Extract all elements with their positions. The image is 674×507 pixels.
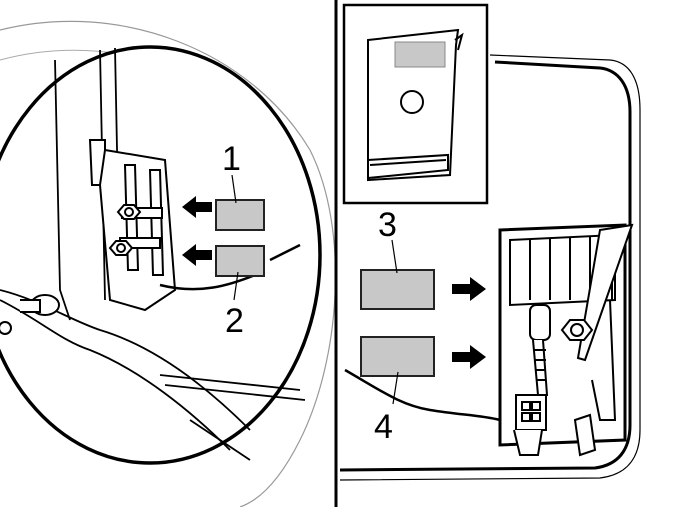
leader-3 xyxy=(391,239,398,274)
door-outline-inner xyxy=(339,60,632,472)
callout-3: 3 xyxy=(378,206,397,244)
door-outline-outer xyxy=(339,54,641,481)
wire-right xyxy=(344,368,501,422)
left-panel: 1 2 xyxy=(0,20,337,507)
arrow-icon xyxy=(452,277,486,369)
wire-left xyxy=(159,243,301,291)
callout-4: 4 xyxy=(374,408,393,446)
left-latch-bracket xyxy=(88,139,177,312)
right-panel: 3 4 xyxy=(339,3,641,481)
striker-plate xyxy=(367,28,464,182)
pad-3 xyxy=(360,269,435,310)
leader-1 xyxy=(231,174,237,204)
hinge-pin xyxy=(0,294,60,335)
pad-4 xyxy=(360,336,435,377)
callout-2: 2 xyxy=(225,302,244,340)
striker-plate-hole xyxy=(400,90,424,114)
pad-2 xyxy=(215,245,265,277)
callout-1: 1 xyxy=(222,140,241,178)
arrow-icon xyxy=(182,196,212,266)
bolts xyxy=(108,204,142,256)
pad-1 xyxy=(215,199,265,231)
leader-4 xyxy=(392,371,399,405)
leader-2 xyxy=(233,271,239,301)
lock-mechanism xyxy=(498,223,634,457)
door-shell-outer xyxy=(0,20,337,507)
